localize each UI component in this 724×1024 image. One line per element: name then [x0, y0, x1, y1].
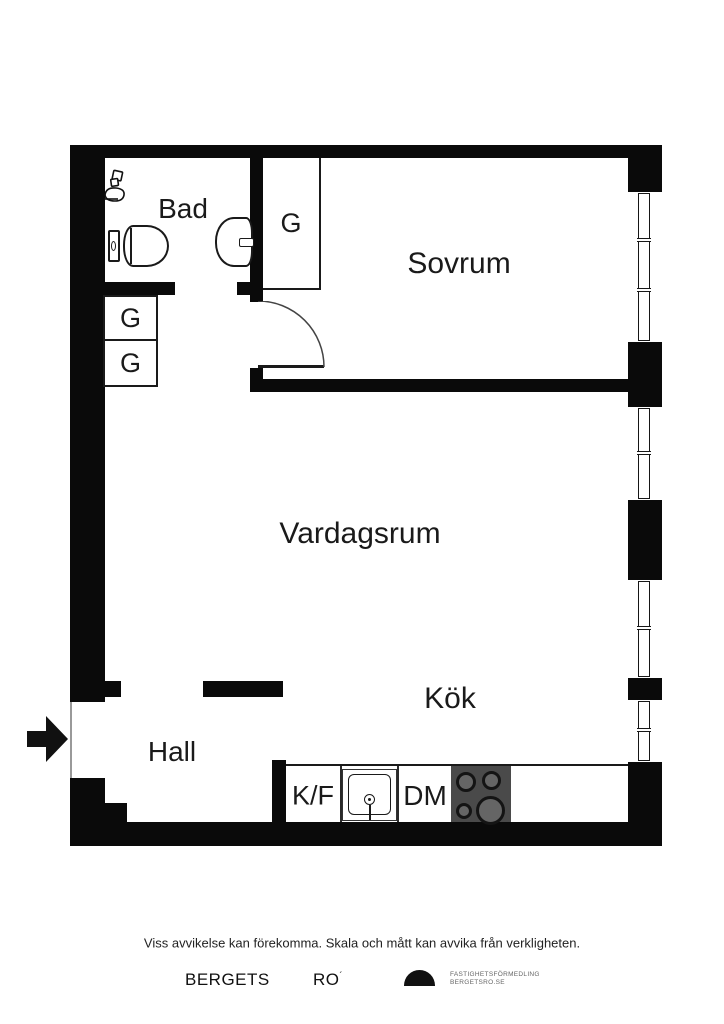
outer-wall-right-segment	[628, 145, 662, 192]
window-pane-divider	[637, 626, 651, 630]
window-pane-divider	[637, 288, 651, 292]
brand-ro-text: RO	[313, 970, 340, 989]
entrance-opening-line	[70, 702, 72, 778]
wall-sovrum-vardagsrum-end	[250, 368, 263, 380]
wall-bad-sovrum-divider	[250, 158, 263, 302]
toilet-icon	[108, 224, 170, 268]
window-pane-divider	[637, 728, 651, 732]
outer-wall-bottom	[70, 822, 662, 846]
agency-name: FASTIGHETSFÖRMEDLING	[450, 971, 540, 978]
outer-wall-left-upper	[70, 158, 105, 702]
room-label-kok: Kök	[424, 682, 476, 715]
kitchen-counter-edge	[286, 764, 628, 766]
outer-wall-right-segment	[628, 342, 662, 407]
closet-label: G	[119, 302, 141, 333]
window-pane-divider	[637, 451, 651, 455]
room-label-hall: Hall	[147, 736, 197, 767]
toilet-bowl-rim	[130, 228, 132, 264]
closet-cell: G	[105, 341, 156, 385]
appliance-label-dishwasher: DM	[403, 780, 447, 811]
outer-wall-top	[70, 145, 662, 158]
bedroom-door-arc	[257, 301, 325, 368]
room-label-vardagsrum: Vardagsrum	[279, 517, 441, 550]
wall-kitchen-stub	[272, 760, 286, 822]
burner-icon	[456, 772, 476, 792]
kitchen-sink-faucet-stem	[368, 805, 371, 820]
toilet-tank-button	[111, 241, 116, 251]
closet-label: G	[119, 347, 141, 378]
window-icon	[628, 580, 662, 678]
outer-wall-right-segment	[628, 762, 662, 822]
window-glazing	[638, 193, 650, 341]
closet-sovrum: G	[263, 158, 321, 290]
window-icon	[628, 192, 662, 342]
wall-hall-stub-left	[103, 681, 121, 697]
kitchen-counter-divider	[397, 766, 399, 822]
wall-bath-bottom-stub	[237, 282, 263, 295]
window-pane-divider	[637, 238, 651, 242]
agency-logo-dome-icon	[404, 970, 435, 986]
bedroom-door-leaf	[258, 365, 324, 368]
brand-ro: RO´	[313, 970, 343, 990]
closet-cell: G	[105, 297, 156, 341]
entrance-arrow-icon	[27, 716, 68, 762]
shower-icon	[104, 169, 125, 202]
closet-label: G	[280, 207, 302, 238]
burner-icon	[456, 803, 472, 819]
hall-corner-step	[103, 803, 127, 822]
room-label-bad: Bad	[158, 193, 208, 224]
wall-hall-stub-right	[203, 681, 283, 697]
burner-icon	[476, 796, 505, 825]
room-label-sovrum: Sovrum	[407, 247, 511, 280]
window-icon	[628, 700, 662, 762]
window-icon	[628, 407, 662, 500]
wall-bath-bottom	[105, 282, 175, 295]
agency-url: BERGETSRO.SE	[450, 978, 505, 986]
outer-wall-right-segment	[628, 678, 662, 700]
kitchen-counter-divider	[340, 766, 342, 822]
stove-icon	[451, 766, 511, 825]
burner-icon	[482, 771, 501, 790]
kitchen-sink-faucet-dot	[368, 798, 371, 801]
brand-ro-mark: ´	[339, 970, 343, 981]
appliance-label-fridge-freezer: K/F	[291, 780, 335, 811]
bathroom-sink-tap	[239, 238, 254, 247]
disclaimer-text: Viss avvikelse kan förekomma. Skala och …	[143, 935, 581, 951]
wall-sovrum-vardagsrum	[250, 379, 630, 392]
brand-bergets: BERGETS	[185, 970, 270, 989]
outer-wall-right-segment	[628, 500, 662, 580]
closet-double: G G	[103, 295, 158, 387]
